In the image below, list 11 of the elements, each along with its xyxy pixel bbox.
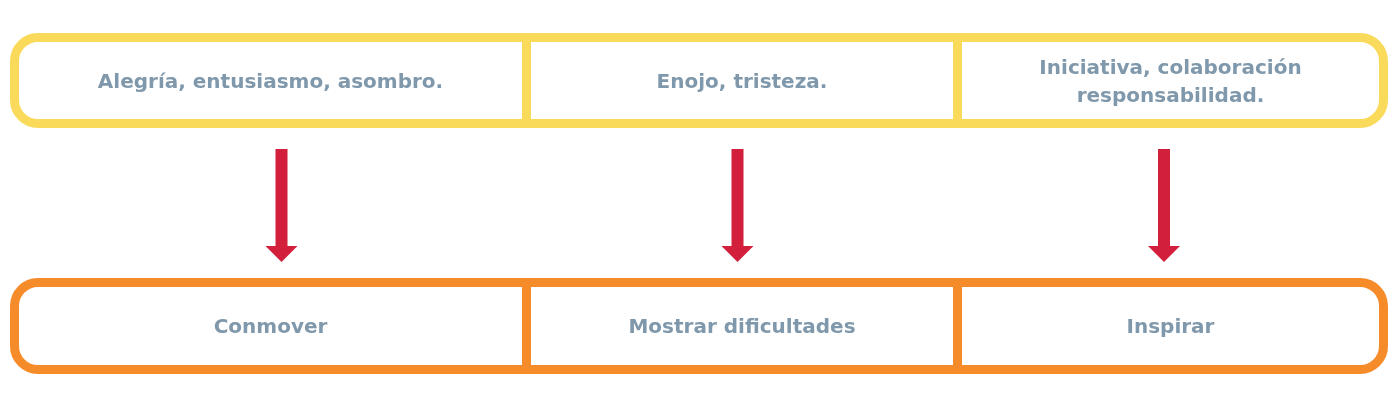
cell-text: Iniciativa, colaboración responsabilidad. [1038,53,1303,109]
arrow [721,149,754,262]
cell-text: Conmover [212,313,329,340]
cell-text: Enojo, tristeza. [655,67,829,95]
cell-text: Mostrar dificultades [627,313,857,340]
cell-text: Alegría, entusiasmo, asombro. [96,67,445,95]
arrow [1148,149,1180,262]
rounded-frame [10,33,1388,128]
arrow [265,149,298,262]
rounded-frame [10,278,1388,374]
cell-text: Inspirar [1125,313,1216,340]
